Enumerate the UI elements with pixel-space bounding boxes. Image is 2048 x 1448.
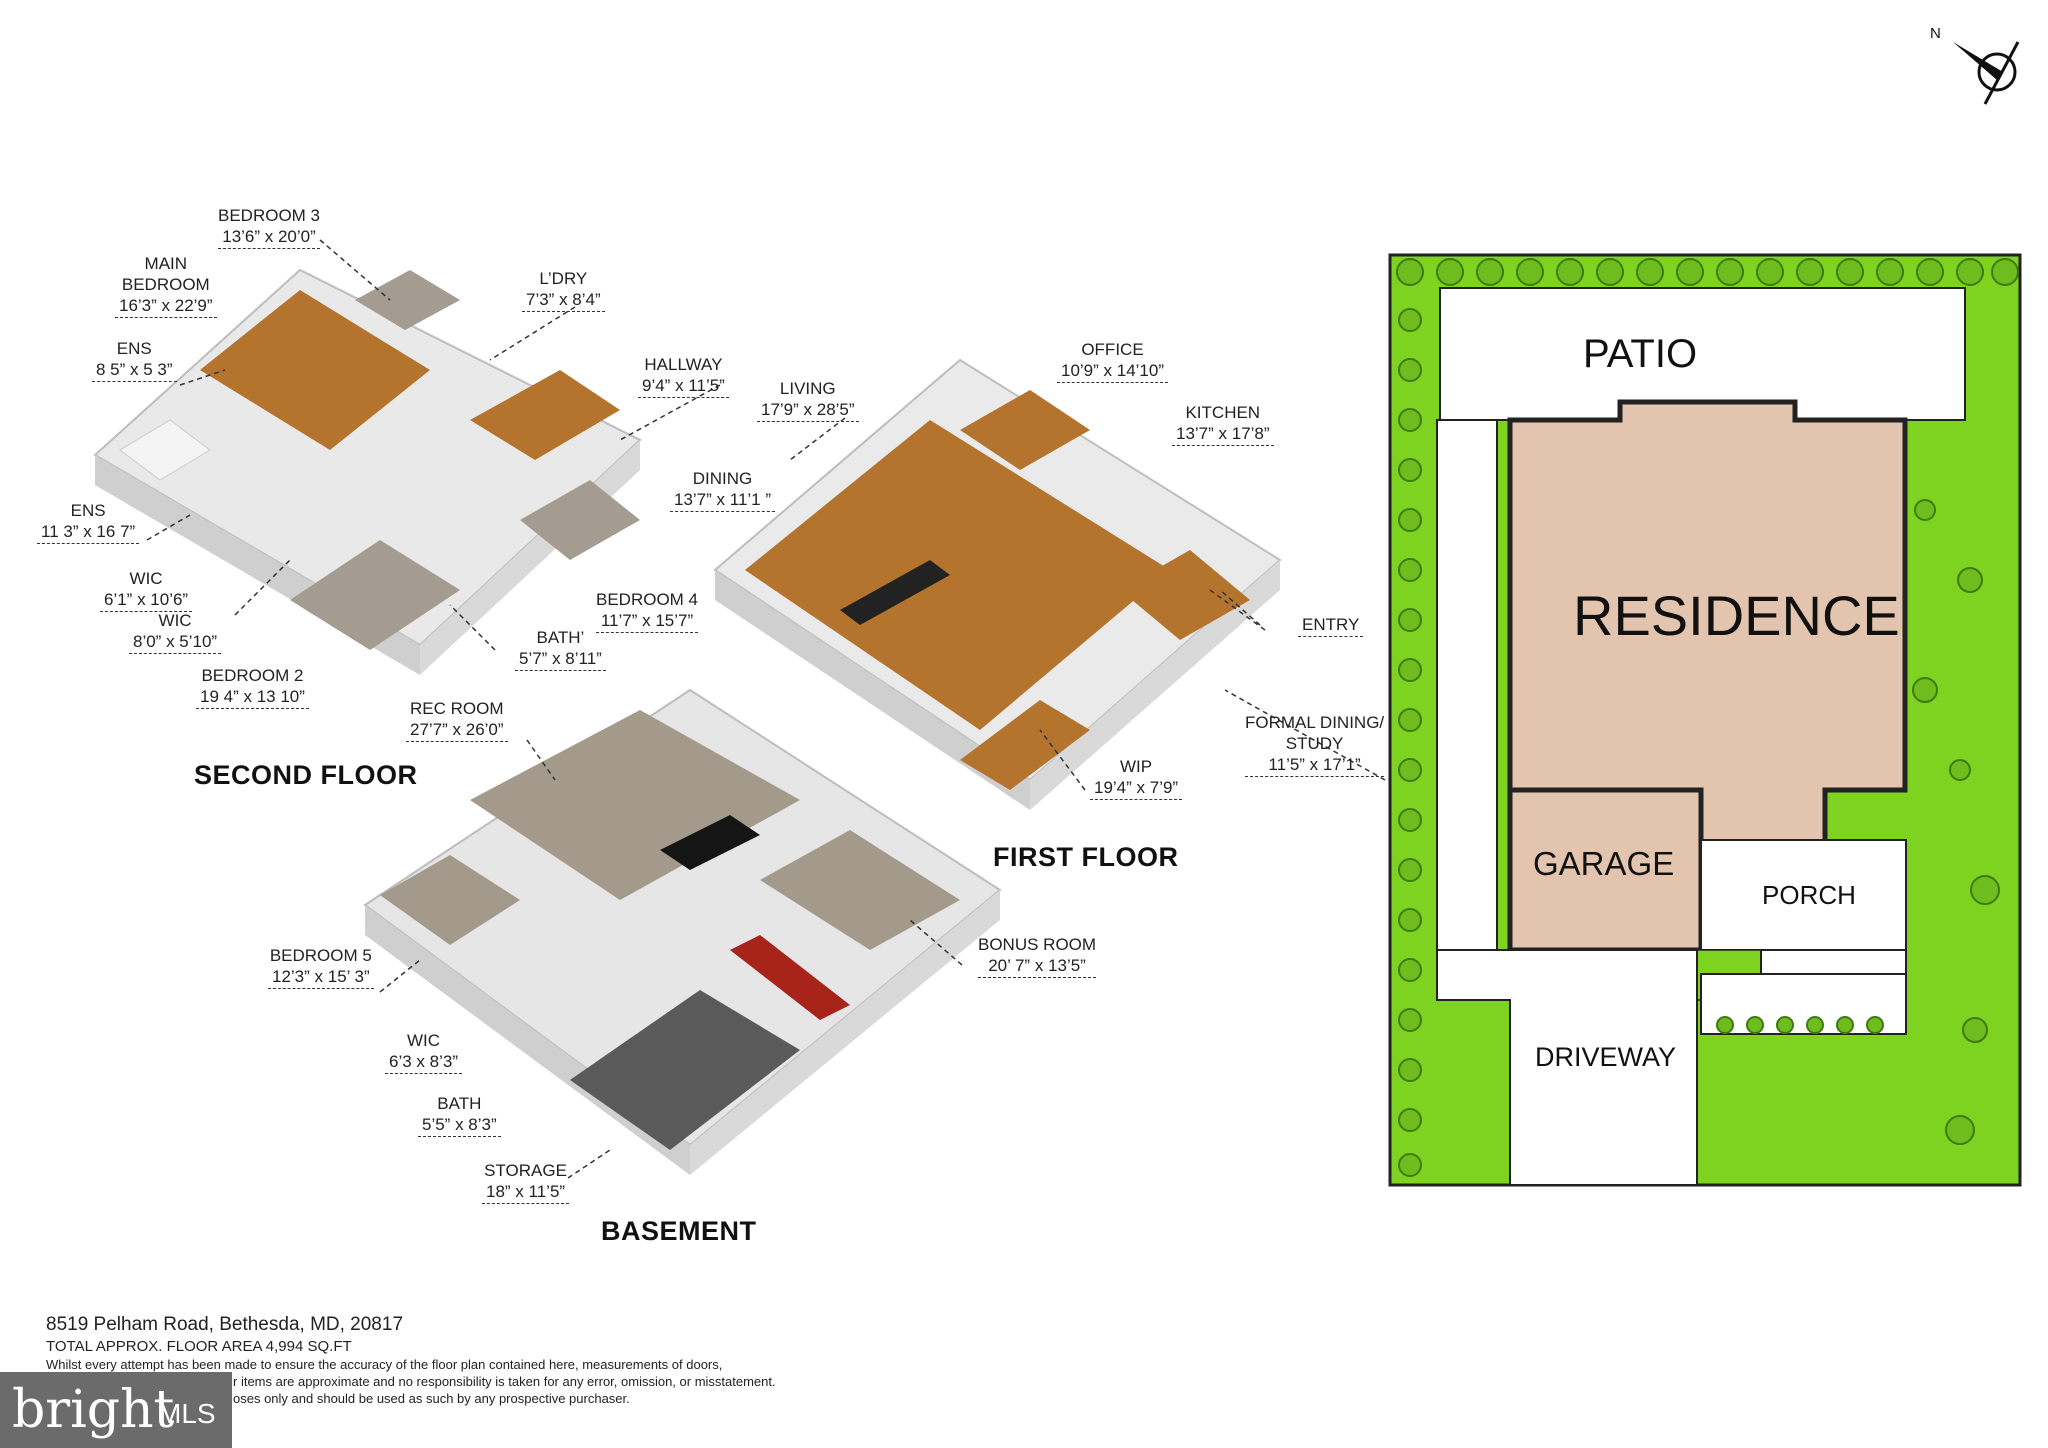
label-dining: DINING 13’7” x 11’1 ” [670,468,776,512]
site-plan [1388,253,2022,1187]
label-rec-room: REC ROOM 27’7” x 26’0” [406,698,508,742]
label-wic-1: WIC 6’1” x 10’6” [100,568,193,612]
residence-label: RESIDENCE [1573,584,1900,647]
label-wic-basement: WIC 6’3 x 8’3” [385,1030,462,1074]
wic1-dim: 6’1” x 10’6” [100,589,193,612]
wip-dim: 19’4” x 7’9” [1090,777,1183,800]
label-ens-2: ENS 11 3” x 16 7” [37,500,140,544]
garage-label: GARAGE [1533,845,1675,882]
bedroom5-dim: 12’3” x 15’ 3” [268,966,374,989]
label-bath-second: BATH’ 5’7” x 8’11” [515,627,606,671]
hallway-dim: 9’4” x 11’5” [638,375,729,398]
label-bedroom5: BEDROOM 5 12’3” x 15’ 3” [268,945,374,989]
bright-mls-logo: bright MLS [0,1372,232,1448]
bath-basement-dim: 5’5” x 8’3” [418,1114,501,1137]
label-kitchen: KITCHEN 13’7” x 17’8” [1172,402,1274,446]
kitchen-dim: 13’7” x 17’8” [1172,423,1274,446]
ldry-dim: 7’3” x 8’4” [522,289,605,312]
porch-label: PORCH [1762,880,1856,910]
wip-name: WIP [1120,757,1153,776]
ldry-name: L’DRY [539,269,588,288]
label-bonus-room: BONUS ROOM 20’ 7” x 13’5” [978,934,1097,978]
first-floor-plan [713,358,1282,810]
wic-basement-dim: 6’3 x 8’3” [385,1051,462,1074]
second-floor-title: SECOND FLOOR [194,760,418,790]
wic-basement-name: WIC [406,1031,441,1050]
disclaimer-line1: Whilst every attempt has been made to en… [46,1357,723,1372]
main-bedroom-dim: 16’3” x 22’9” [115,295,217,318]
formal-dining-dim: 11’5” x 17’1” [1245,754,1385,777]
logo-suffix: MLS [158,1398,216,1429]
wic2-name: WIC [158,611,192,630]
footer: 8519 Pelham Road, Bethesda, MD, 20817 TO… [46,1313,776,1407]
bedroom2-name: BEDROOM 2 [201,666,304,685]
north-compass-icon: N [1930,25,2020,105]
label-storage: STORAGE 18” x 11’5” [482,1160,570,1204]
bedroom4-name: BEDROOM 4 [596,590,699,609]
compass-north-label: N [1930,25,1941,42]
logo-brand: bright [12,1380,175,1440]
label-main-bedroom: MAIN BEDROOM 16’3” x 22’9” [115,253,217,318]
label-living: LIVING 17’9” x 28’5” [757,378,859,422]
formal-dining-name2: STUDY [1285,734,1344,753]
label-bedroom4: BEDROOM 4 11’7” x 15’7” [596,589,699,633]
hallway-name: HALLWAY [644,355,723,374]
wic2-dim: 8’0” x 5’10” [129,631,222,654]
label-bedroom2: BEDROOM 2 19 4” x 13 10” [196,665,309,709]
living-dim: 17’9” x 28’5” [757,399,859,422]
bedroom5-name: BEDROOM 5 [269,946,372,965]
label-bedroom3: BEDROOM 3 13’6” x 20’0” [218,205,321,249]
storage-dim: 18” x 11’5” [482,1181,570,1204]
rec-room-name: REC ROOM [410,699,504,718]
wic1-name: WIC [129,569,163,588]
label-ens-1: ENS 8 5” x 5 3” [92,338,177,382]
disclaimer-line2: r items are approximate and no responsib… [233,1374,776,1389]
bath-second-name: BATH’ [536,628,585,647]
ens2-dim: 11 3” x 16 7” [37,521,140,544]
leader-lines [146,239,1386,1179]
patio-label: PATIO [1583,332,1698,376]
first-floor-title: FIRST FLOOR [993,842,1179,872]
bonus-room-dim: 20’ 7” x 13’5” [978,955,1097,978]
bedroom4-dim: 11’7” x 15’7” [596,610,699,633]
ens1-name: ENS [116,339,152,358]
kitchen-name: KITCHEN [1185,403,1261,422]
storage-name: STORAGE [484,1161,567,1180]
bonus-room-name: BONUS ROOM [978,935,1097,954]
basement-plan [363,688,1002,1175]
label-wic-2: WIC 8’0” x 5’10” [129,610,222,654]
label-laundry: L’DRY 7’3” x 8’4” [522,268,605,312]
bedroom3-dim: 13’6” x 20’0” [218,226,321,249]
main-bedroom-name1: MAIN [144,254,188,273]
label-hallway: HALLWAY 9’4” x 11’5” [638,354,729,398]
dining-dim: 13’7” x 11’1 ” [670,489,776,512]
basement-title: BASEMENT [601,1216,757,1246]
label-wip: WIP 19’4” x 7’9” [1090,756,1183,800]
main-bedroom-name2: BEDROOM [121,275,210,294]
entry-name: ENTRY [1298,614,1364,637]
address: 8519 Pelham Road, Bethesda, MD, 20817 [46,1314,404,1335]
formal-dining-name1: FORMAL DINING/ [1245,713,1385,732]
bath-second-dim: 5’7” x 8’11” [515,648,606,671]
label-bath-basement: BATH 5’5” x 8’3” [418,1093,501,1137]
office-name: OFFICE [1081,340,1144,359]
second-floor-plan [93,268,642,675]
bedroom3-name: BEDROOM 3 [218,206,321,225]
dining-name: DINING [692,469,753,488]
total-area: TOTAL APPROX. FLOOR AREA 4,994 SQ.FT [46,1338,352,1355]
bath-basement-name: BATH [437,1094,482,1113]
label-office: OFFICE 10’9” x 14’10” [1057,339,1169,383]
office-dim: 10’9” x 14’10” [1057,360,1169,383]
rec-room-dim: 27’7” x 26’0” [406,719,508,742]
label-formal-dining: FORMAL DINING/ STUDY 11’5” x 17’1” [1245,712,1385,777]
bedroom2-dim: 19 4” x 13 10” [196,686,309,709]
driveway-label: DRIVEWAY [1535,1042,1677,1072]
label-entry: ENTRY [1298,614,1364,637]
disclaimer-line3: oses only and should be used as such by … [233,1391,630,1406]
ens1-dim: 8 5” x 5 3” [92,359,177,382]
living-name: LIVING [779,379,836,398]
ens2-name: ENS [70,501,106,520]
